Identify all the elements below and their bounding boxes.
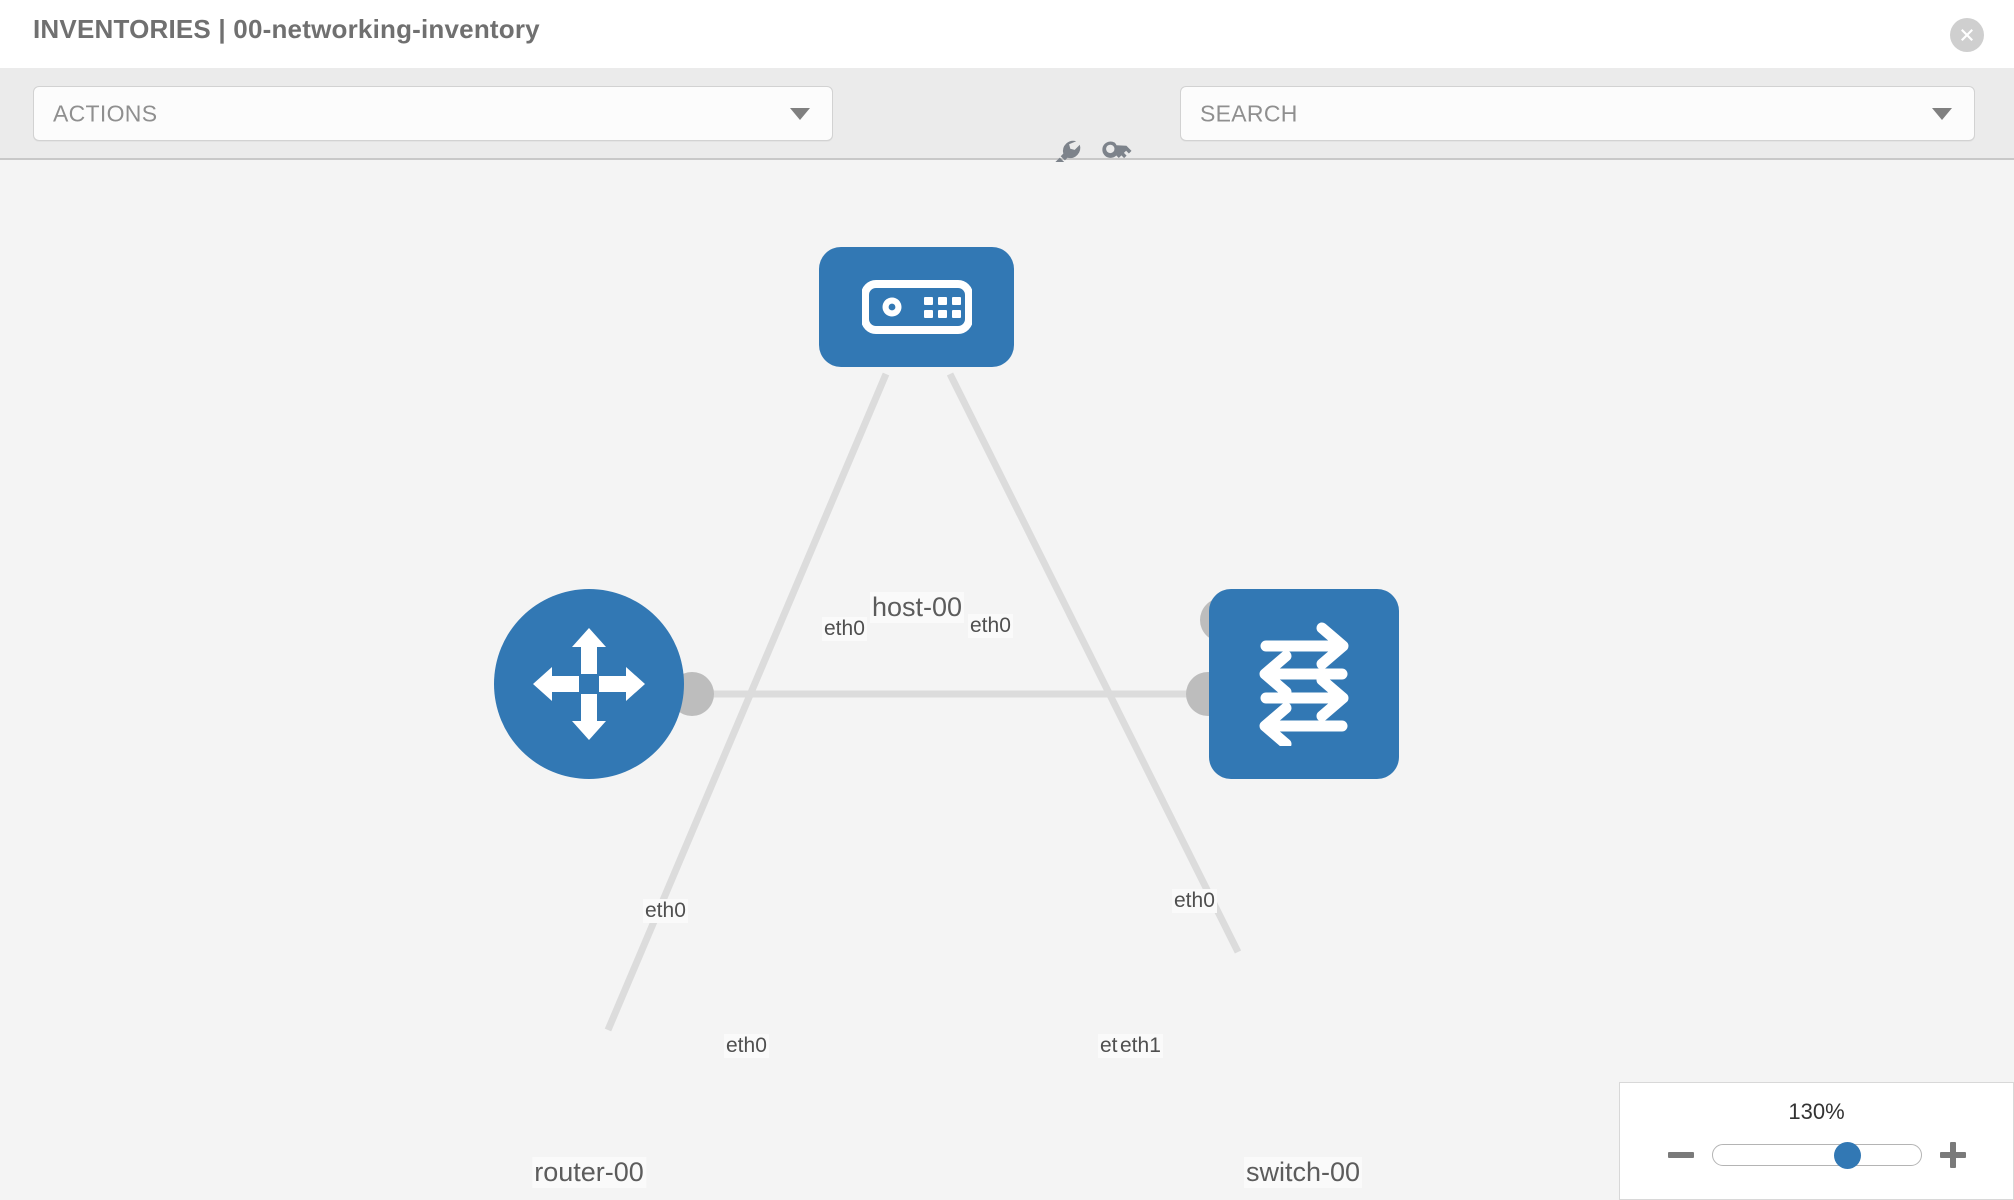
chevron-down-icon (1932, 107, 1952, 120)
link-host-switch (946, 372, 1242, 954)
node-host-00[interactable] (819, 247, 1014, 367)
actions-dropdown-label: ACTIONS (53, 100, 158, 126)
page-title: INVENTORIES | 00-networking-inventory (33, 14, 540, 44)
node-switch-00[interactable] (1209, 589, 1399, 779)
edge-label: eth0 (724, 1034, 769, 1058)
node-label-router-00: router-00 (532, 1157, 646, 1188)
zoom-slider-track[interactable] (1711, 1141, 1922, 1169)
key-icon[interactable] (1099, 132, 1143, 176)
page-header: INVENTORIES | 00-networking-inventory (0, 0, 2014, 68)
node-router-00[interactable] (494, 589, 684, 779)
toolbar: ACTIONS SEARCH (0, 68, 2014, 172)
search-input-placeholder: SEARCH (1200, 100, 1298, 126)
topology-canvas[interactable]: host-00 router-00 (0, 162, 2014, 1200)
edge-label: eth1 (1118, 1034, 1163, 1058)
zoom-in-button[interactable] (1936, 1138, 1970, 1172)
node-label-host-00: host-00 (869, 592, 965, 623)
actions-dropdown[interactable]: ACTIONS (33, 86, 833, 141)
node-label-switch-00: switch-00 (1243, 1157, 1363, 1188)
zoom-out-button[interactable] (1664, 1138, 1698, 1172)
edge-label: eth0 (643, 899, 688, 923)
zoom-control-panel: 130% (1619, 1082, 2014, 1200)
switch-icon (1259, 622, 1349, 746)
zoom-level-value: 130% (1788, 1099, 1845, 1124)
close-icon[interactable] (1950, 18, 1984, 52)
edge-label: eth0 (822, 617, 867, 641)
server-icon (861, 280, 972, 334)
search-input[interactable]: SEARCH (1180, 86, 1975, 141)
edge-label: eth0 (1172, 889, 1217, 913)
zoom-slider-thumb[interactable] (1834, 1141, 1862, 1169)
router-icon (533, 628, 645, 740)
edge-label: eth0 (968, 614, 1013, 638)
chevron-down-icon (790, 107, 810, 120)
